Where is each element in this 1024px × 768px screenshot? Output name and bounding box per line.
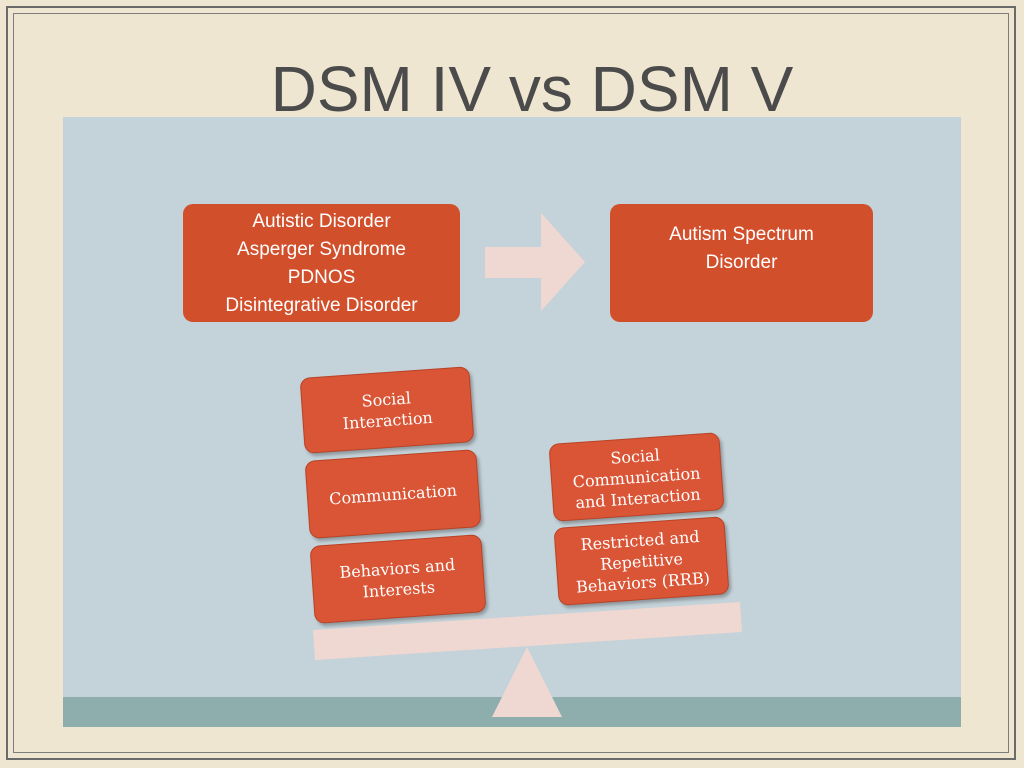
right-arrow-icon xyxy=(485,213,585,311)
dsm5-domain-block-social-communication: Social Communication and Interaction xyxy=(548,432,725,522)
dsm4-domain-block-behaviors-interests: Behaviors and Interests xyxy=(309,534,487,624)
dsm4-diagnosis-line: Asperger Syndrome xyxy=(237,239,406,260)
slide-title: DSM IV vs DSM V xyxy=(270,53,794,125)
dsm4-diagnosis-line: Disintegrative Disorder xyxy=(225,295,418,316)
dsm5-diagnosis-line: Disorder xyxy=(705,252,778,273)
dsm4-domain-block-communication: Communication xyxy=(304,449,482,539)
dsm4-diagnosis-line: PDNOS xyxy=(287,267,356,288)
dsm4-diagnoses-box: Autistic Disorder Asperger Syndrome PDNO… xyxy=(183,204,460,322)
block-label: Social Interaction xyxy=(342,388,434,434)
block-label: Communication xyxy=(328,480,458,508)
dsm5-diagnosis-line: Autism Spectrum xyxy=(669,224,814,245)
outer-frame xyxy=(6,6,1016,760)
scale-fulcrum xyxy=(492,647,562,717)
block-label: Behaviors and Interests xyxy=(338,555,456,602)
dsm4-domain-block-social-interaction: Social Interaction xyxy=(299,366,475,454)
scale-beam xyxy=(313,602,742,660)
dsm4-diagnosis-line: Autistic Disorder xyxy=(252,211,391,232)
dsm5-diagnosis-box: Autism Spectrum Disorder xyxy=(610,204,873,322)
inner-frame xyxy=(13,13,1009,753)
block-label: Social Communication and Interaction xyxy=(572,444,702,512)
block-label: Restricted and Repetitive Behaviors (RRB… xyxy=(575,526,711,597)
dsm5-domain-block-rrb: Restricted and Repetitive Behaviors (RRB… xyxy=(553,516,730,606)
